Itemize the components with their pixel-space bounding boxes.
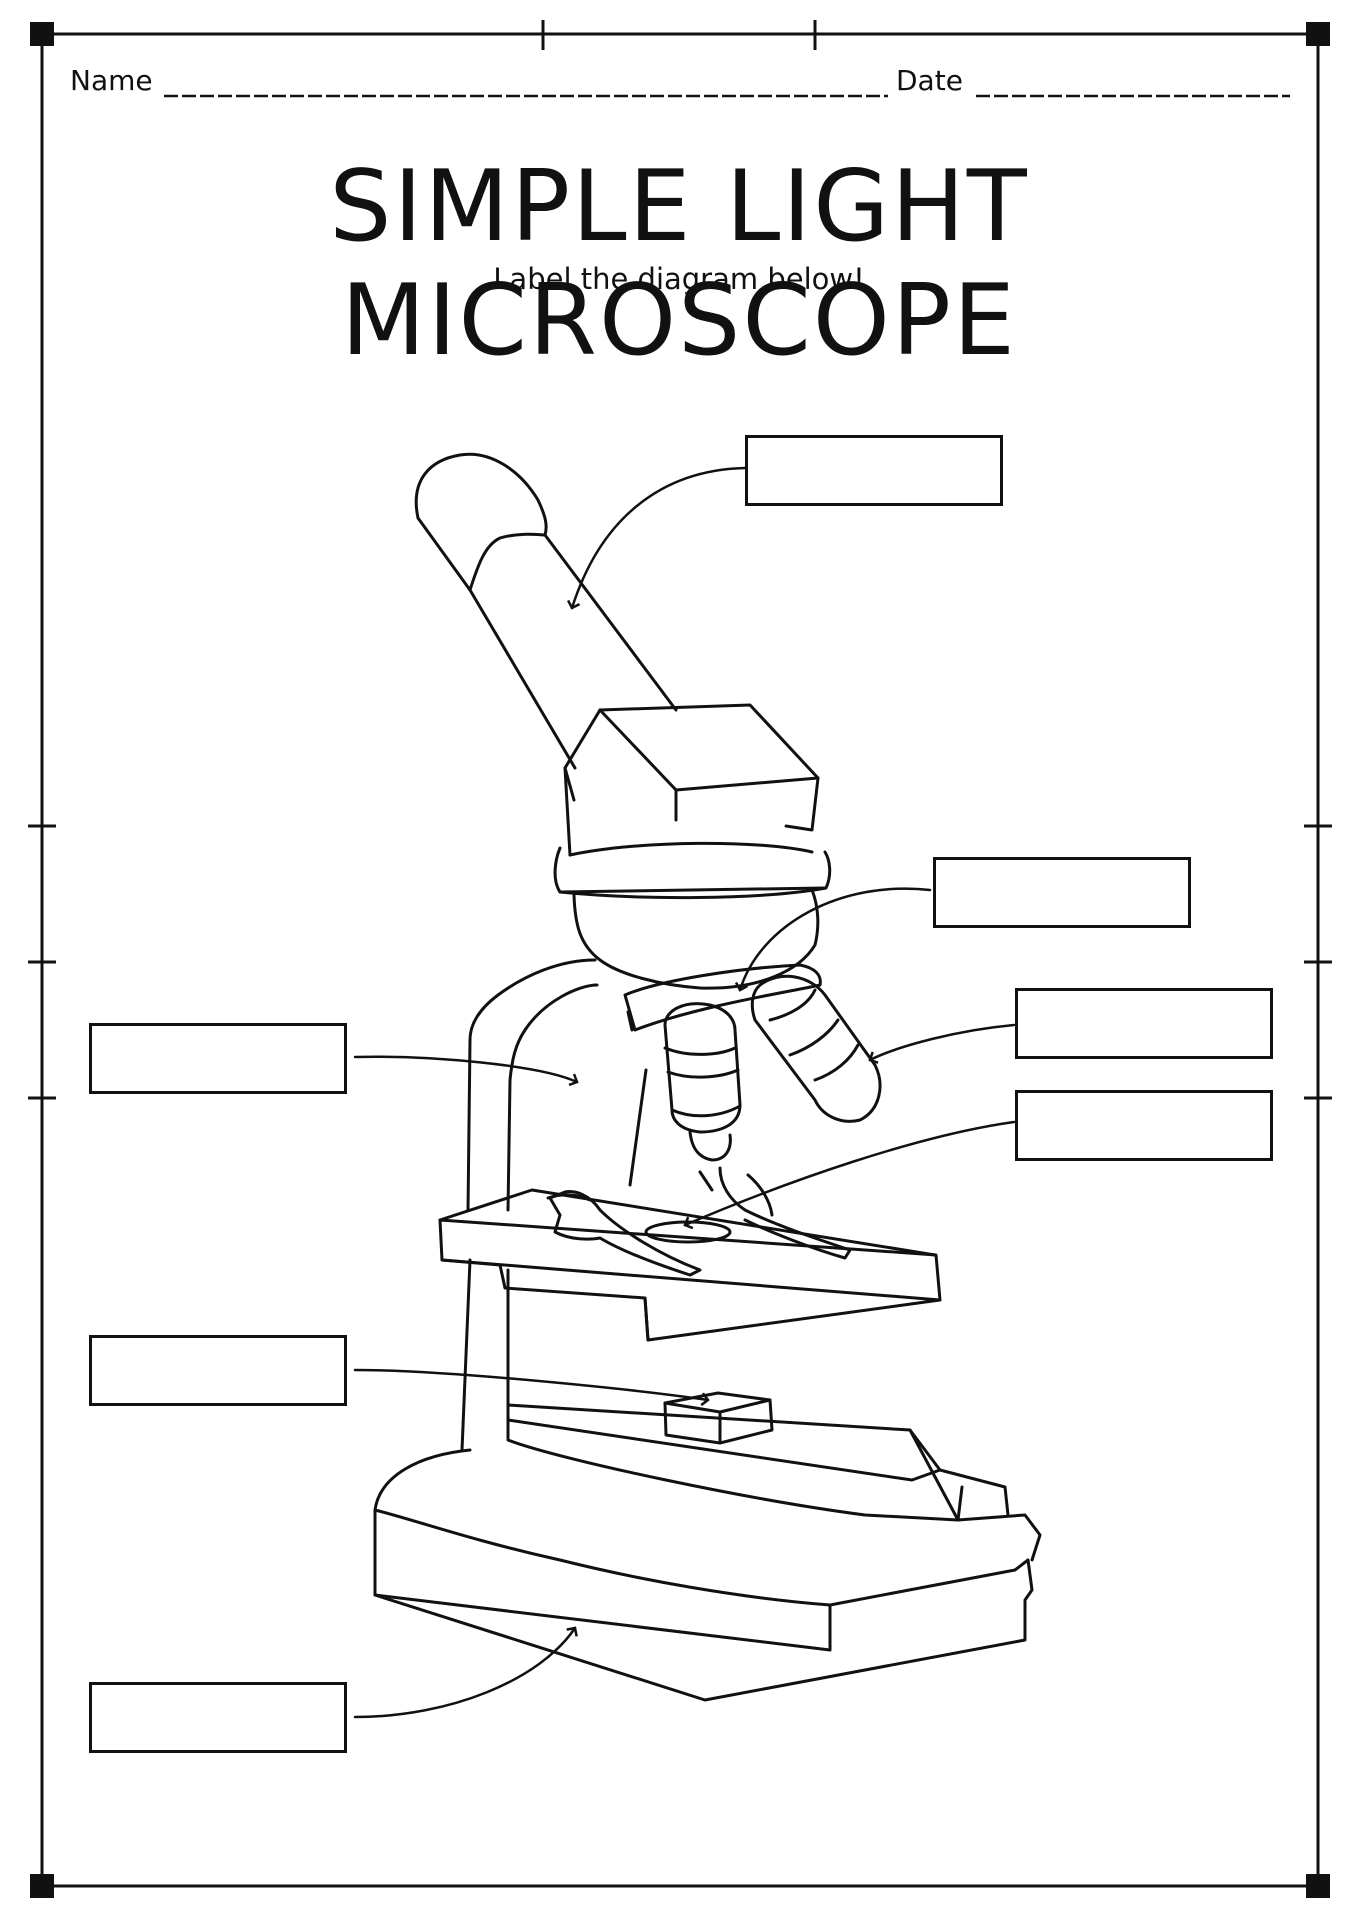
eyepiece-tube <box>414 452 678 770</box>
label-box-eyepiece[interactable] <box>745 435 1003 506</box>
label-box-illuminator[interactable] <box>89 1335 347 1406</box>
page-title: SIMPLE LIGHT MICROSCOPE <box>329 150 1029 378</box>
label-box-stage-aperture[interactable] <box>1015 1090 1273 1161</box>
name-label: Name <box>70 64 153 97</box>
date-label: Date <box>896 64 963 97</box>
microscope-arm <box>460 958 648 1452</box>
label-box-nosepiece[interactable] <box>933 857 1191 928</box>
nosepiece <box>623 963 882 1162</box>
label-box-arm[interactable] <box>89 1023 347 1094</box>
label-box-objective-lens[interactable] <box>1015 988 1273 1059</box>
page-subtitle: Label the diagram below! <box>493 262 865 296</box>
stage <box>438 1166 942 1342</box>
microscope-base <box>373 1403 1042 1702</box>
microscope-head <box>553 703 832 990</box>
label-box-base[interactable] <box>89 1682 347 1753</box>
